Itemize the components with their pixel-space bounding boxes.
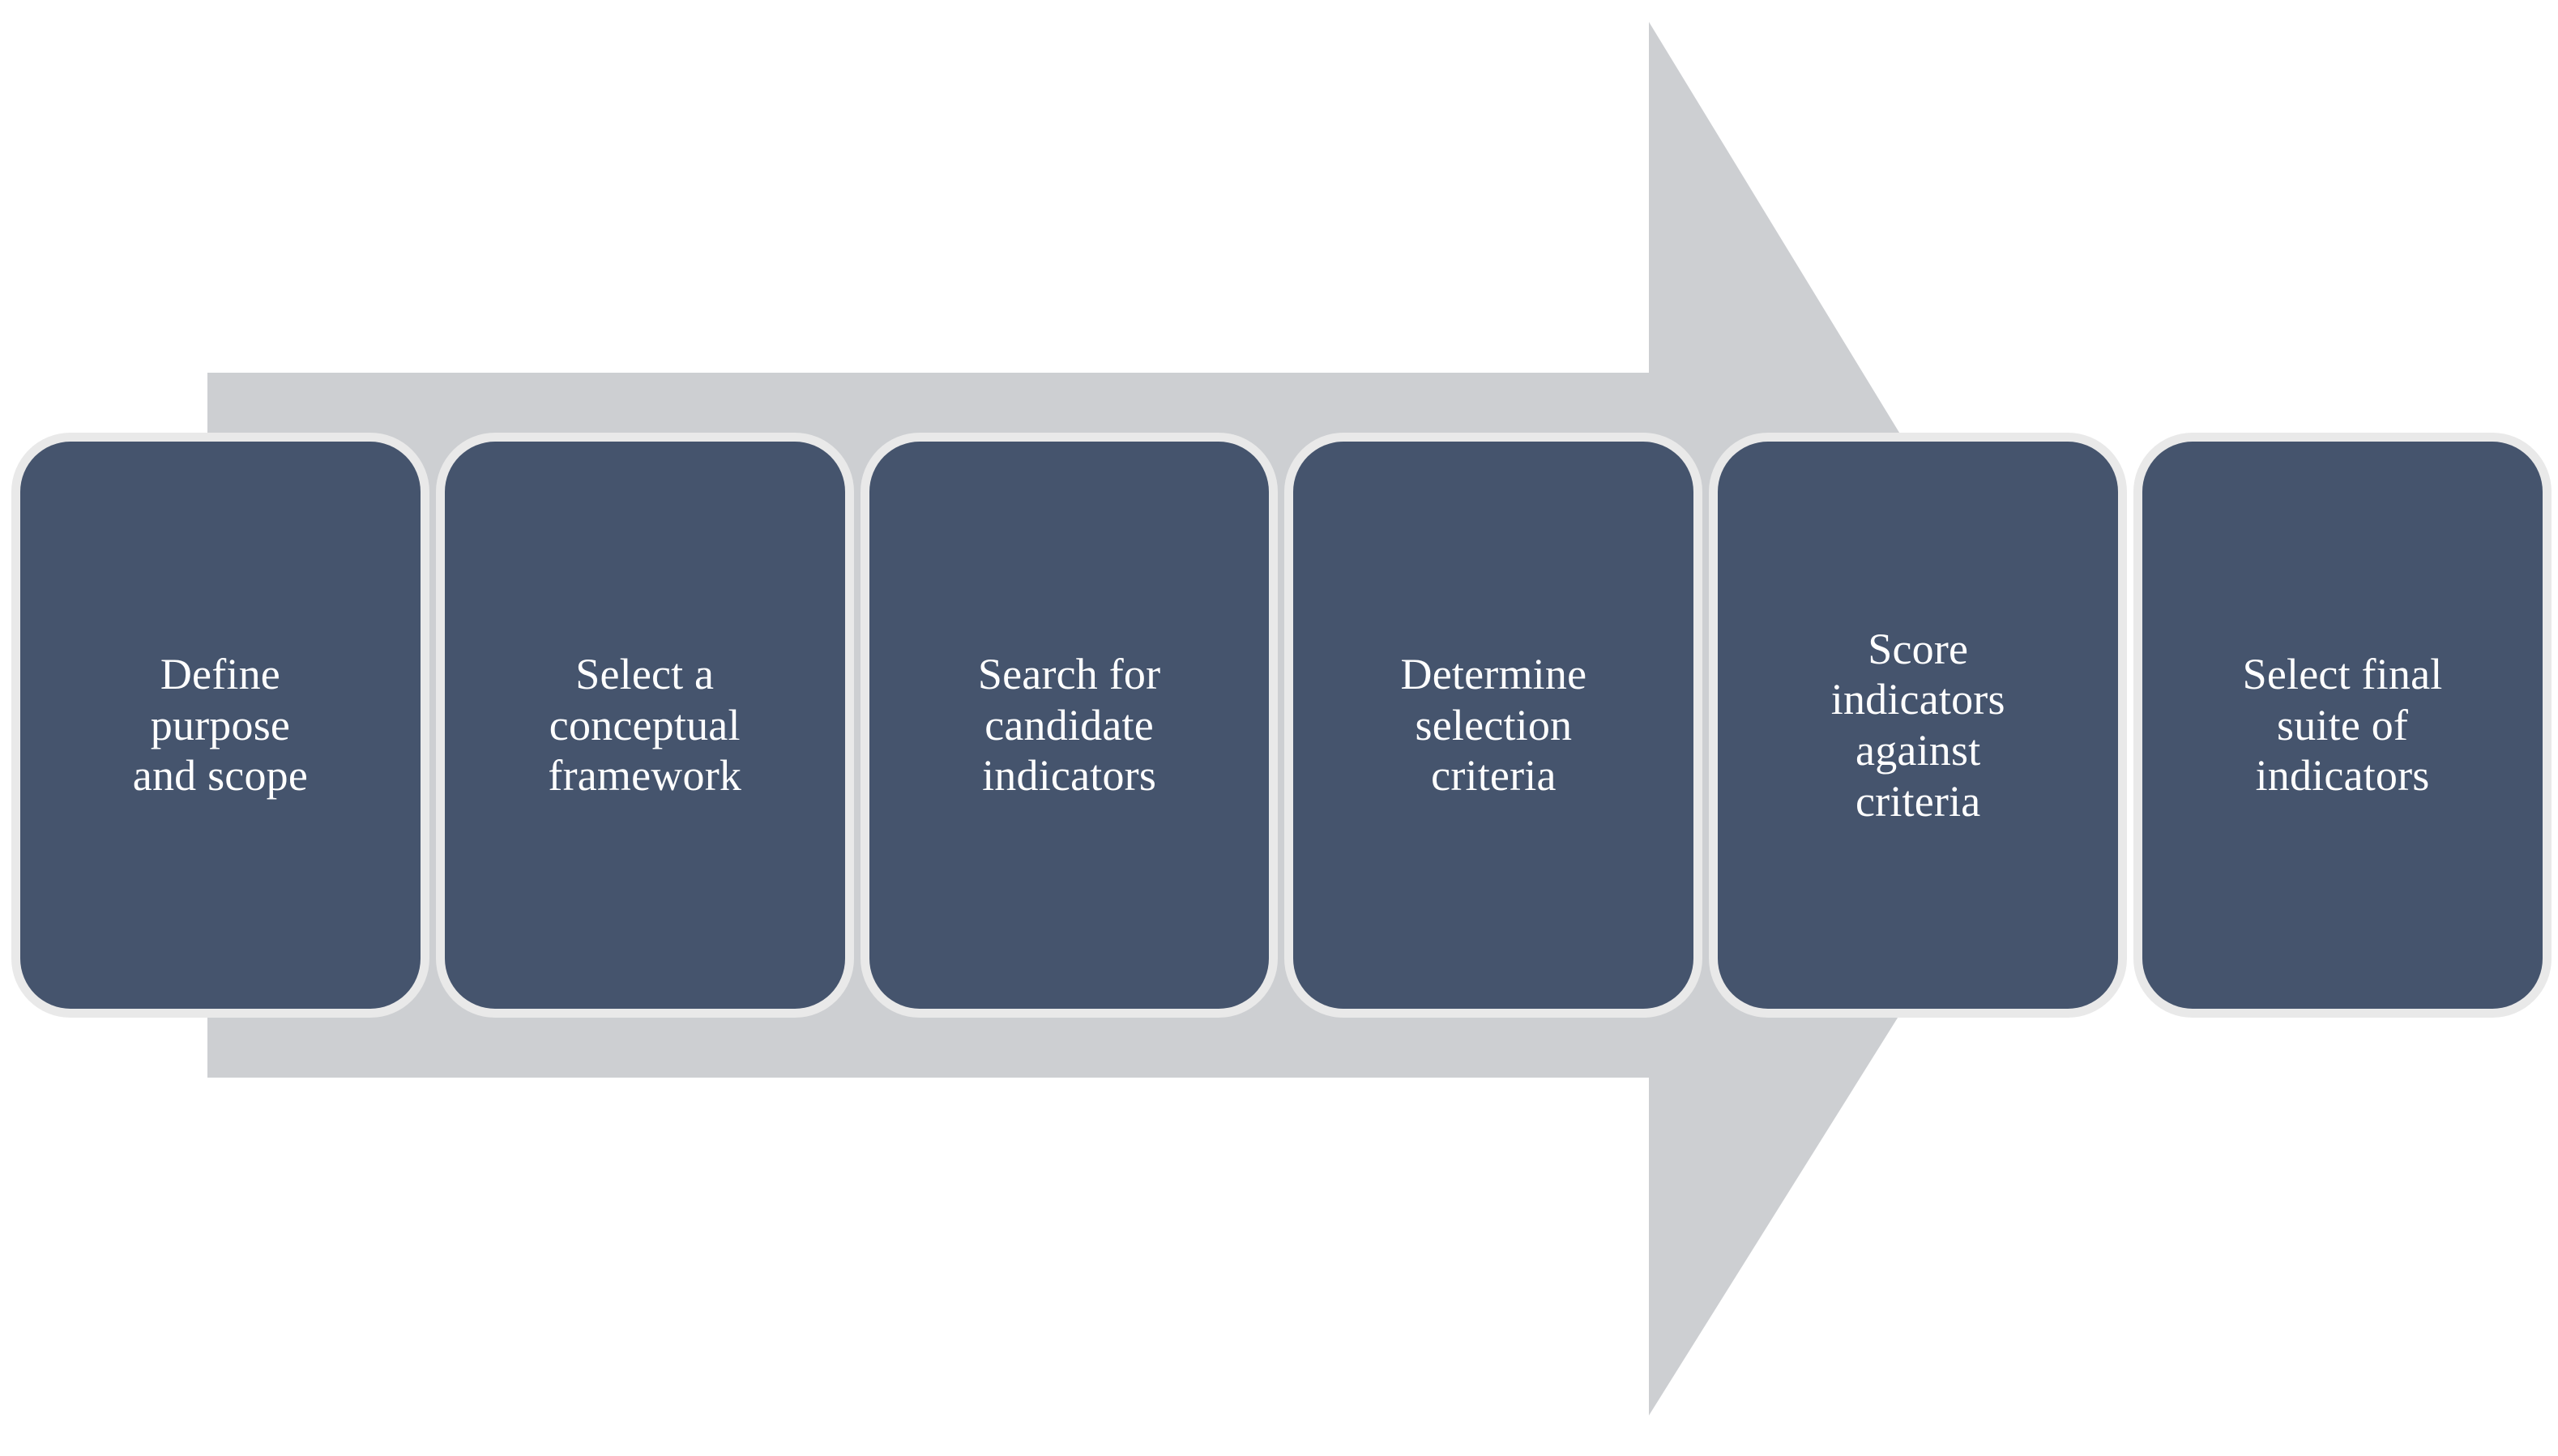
step-box-6[interactable]: Select final suite of indicators [2142, 442, 2543, 1009]
step-box-3[interactable]: Search for candidate indicators [869, 442, 1270, 1009]
step-box-4[interactable]: Determine selection criteria [1293, 442, 1694, 1009]
step-label-6: Select final suite of indicators [2242, 650, 2443, 801]
step-box-5[interactable]: Score indicators against criteria [1718, 442, 2119, 1009]
step-label-5: Score indicators against criteria [1830, 624, 2005, 826]
step-box-2[interactable]: Select a conceptual framework [444, 442, 845, 1009]
process-steps-row: Define purpose and scope Select a concep… [20, 442, 2543, 1009]
step-label-3: Search for candidate indicators [977, 650, 1161, 801]
step-label-2: Select a conceptual framework [548, 650, 742, 801]
step-box-1[interactable]: Define purpose and scope [20, 442, 421, 1009]
step-label-1: Define purpose and scope [132, 650, 309, 801]
step-label-4: Determine selection criteria [1400, 650, 1587, 801]
